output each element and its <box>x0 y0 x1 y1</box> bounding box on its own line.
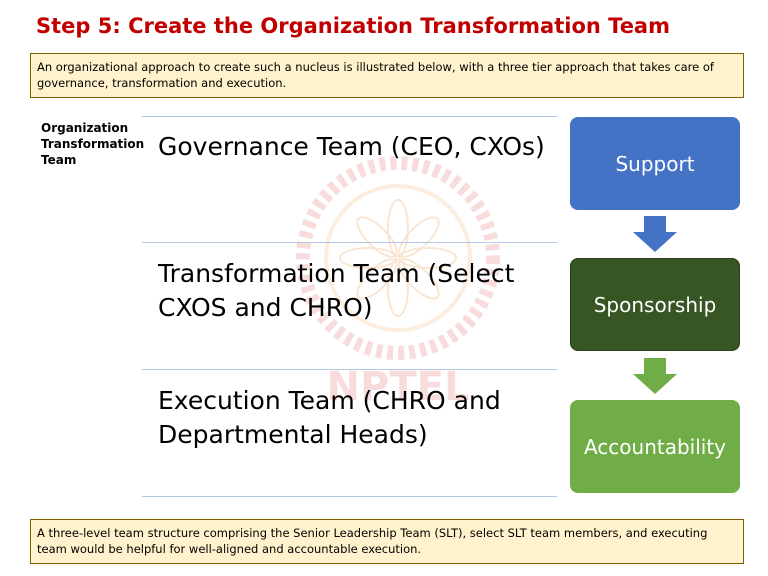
org-transformation-team-label: Organization Transformation Team <box>41 121 145 167</box>
transformation-team-text: Transformation Team (Select CXOS and CHR… <box>158 259 515 322</box>
nptel-watermark-logo: NPTEL <box>296 156 500 408</box>
divider <box>142 116 557 117</box>
divider <box>142 496 557 497</box>
down-arrow-icon <box>633 216 677 252</box>
sponsorship-box: Sponsorship <box>570 258 740 351</box>
support-box: Support <box>570 117 740 210</box>
watermark-text: NPTEL <box>327 364 470 408</box>
down-arrow-icon <box>633 358 677 394</box>
execution-team-text: Execution Team (CHRO and Departmental He… <box>158 386 501 449</box>
sponsorship-label: Sponsorship <box>593 292 717 317</box>
support-label: Support <box>615 151 695 176</box>
intro-note: An organizational approach to create suc… <box>30 53 744 98</box>
divider <box>142 369 557 370</box>
governance-team-text: Governance Team (CEO, CXOs) <box>158 132 545 161</box>
accountability-box: Accountability <box>570 400 740 493</box>
slide-title: Step 5: Create the Organization Transfor… <box>36 14 670 38</box>
accountability-label: Accountability <box>583 434 727 459</box>
summary-note: A three-level team structure comprising … <box>30 519 744 564</box>
divider <box>142 242 557 243</box>
